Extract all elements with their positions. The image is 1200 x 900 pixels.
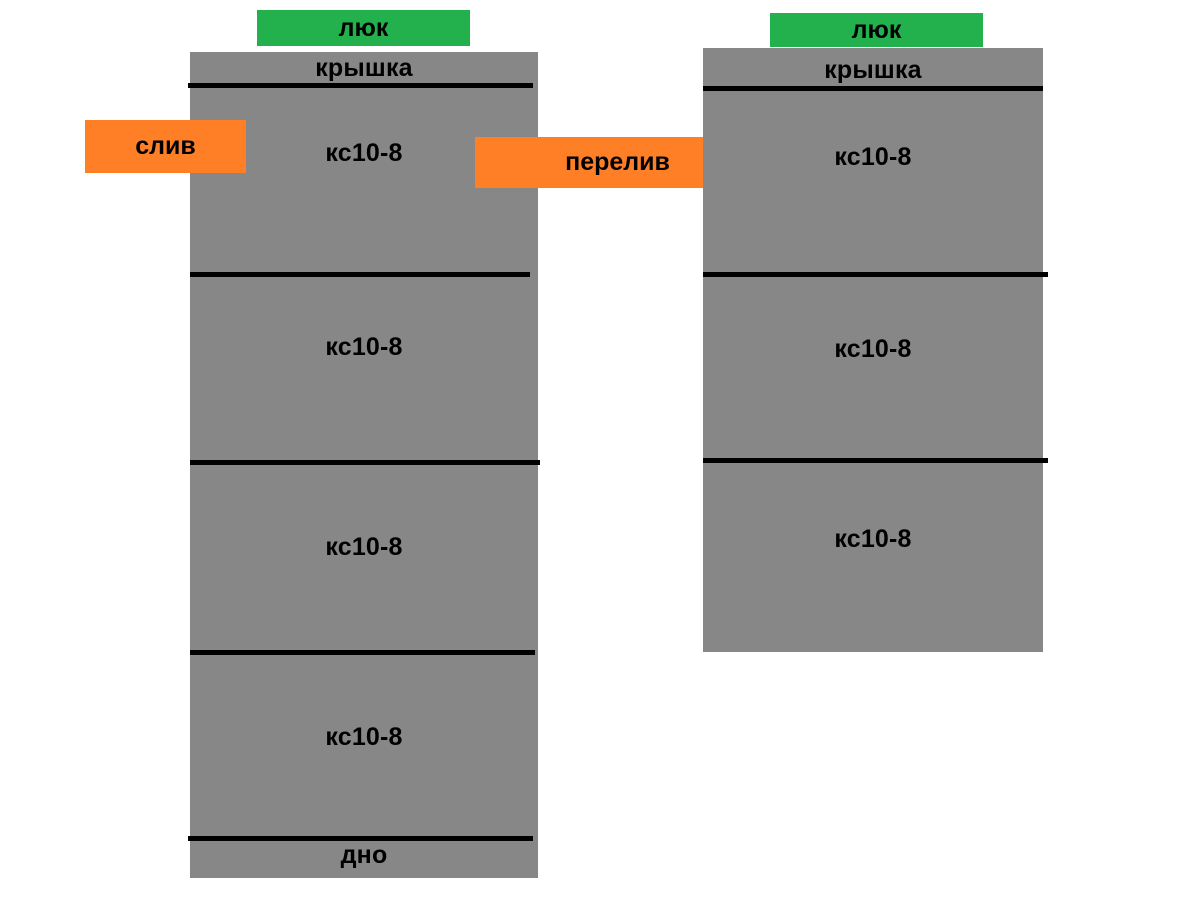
right-tank-body xyxy=(703,48,1043,652)
left-tank-hatch[interactable]: люк xyxy=(257,10,470,46)
left-tank-divider-2 xyxy=(190,460,540,465)
left-tank-bottom-label: дно xyxy=(340,841,388,869)
left-tank-lid-divider xyxy=(188,83,533,88)
left-tank-ring-label-4: кс10-8 xyxy=(325,723,403,751)
left-tank-divider-3 xyxy=(190,650,535,655)
right-tank-lid-divider xyxy=(703,86,1043,91)
right-tank-hatch[interactable]: люк xyxy=(770,13,983,47)
left-tank-divider-1 xyxy=(190,272,530,277)
right-tank-ring-label-3: кс10-8 xyxy=(834,525,912,553)
left-tank-body xyxy=(190,52,538,878)
left-tank-bottom-divider xyxy=(188,836,533,841)
left-tank-lid-label: крышка xyxy=(315,54,413,82)
right-tank-ring-label-2: кс10-8 xyxy=(834,335,912,363)
left-tank-ring-label-2: кс10-8 xyxy=(325,333,403,361)
left-tank-ring-label-3: кс10-8 xyxy=(325,533,403,561)
right-tank-ring-label-1: кс10-8 xyxy=(834,143,912,171)
right-tank-divider-1 xyxy=(703,272,1048,277)
right-tank-divider-2 xyxy=(703,458,1048,463)
left-tank-ring-label-1: кс10-8 xyxy=(325,139,403,167)
right-tank-lid-label: крышка xyxy=(824,56,922,84)
drain-pipe-label[interactable]: слив xyxy=(85,120,246,173)
